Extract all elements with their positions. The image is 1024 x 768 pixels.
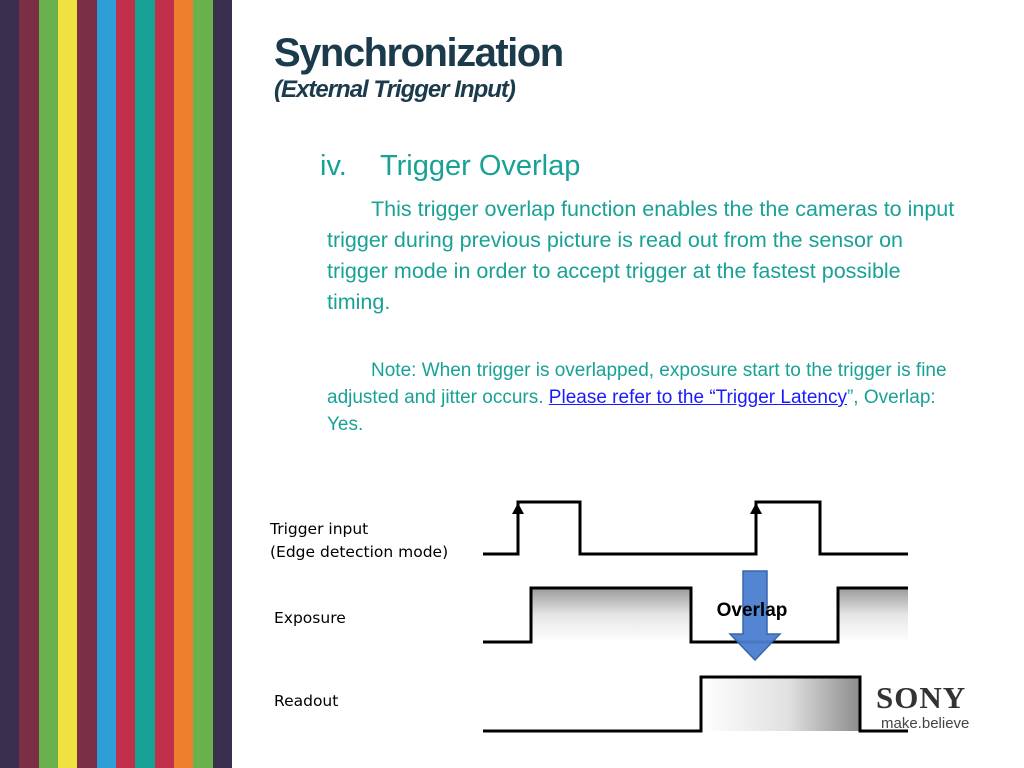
arrow-head-icon [512,503,524,514]
stripe [57,0,78,768]
exposure-box-1 [531,588,691,642]
trigger-label-line1: Trigger input [270,520,369,538]
slide-title: Synchronization (External Trigger Input) [274,30,564,104]
section-number: iv. [320,150,347,182]
stripe [19,0,39,768]
readout-box [701,677,860,731]
stripe [0,0,20,768]
logo-tagline: make.believe [881,715,970,732]
arrow-head-icon [750,503,762,514]
stripe [77,0,97,768]
note-suffix: ”, Overlap: Yes. [327,387,936,435]
readout-waveform [483,675,908,733]
stripe [212,0,232,768]
note-paragraph: Note: When trigger is overlapped, exposu… [327,357,967,438]
trigger-latency-link[interactable]: Please refer to the “Trigger Latency [548,387,847,408]
stripe [135,0,155,768]
trigger-waveform [483,500,908,556]
page-title: Synchronization [274,31,564,75]
trigger-label-line2: (Edge detection mode) [270,543,449,561]
exposure-waveform [483,586,908,644]
overlap-label: Overlap [717,600,788,621]
page-subtitle: (External Trigger Input) [274,76,516,103]
section-title: Trigger Overlap [380,150,581,182]
sony-logo: SONY make.believe [876,682,994,734]
logo-text: SONY [876,680,967,715]
stripe [96,0,116,768]
exposure-label: Exposure [274,609,346,627]
stripe [115,0,136,768]
stripe [38,0,58,768]
trigger-input-label: Trigger input (Edge detection mode) [270,518,448,564]
readout-label: Readout [274,692,339,710]
decorative-stripes [0,0,232,768]
overlap-arrow-icon [728,570,782,662]
stripe [173,0,194,768]
section-heading: iv. Trigger Overlap [320,150,580,183]
stripe [193,0,213,768]
note-text: Note: When trigger is overlapped, exposu… [327,360,947,408]
description-paragraph: This trigger overlap function enables th… [327,197,955,314]
stripe [154,0,174,768]
exposure-box-2 [838,588,908,642]
